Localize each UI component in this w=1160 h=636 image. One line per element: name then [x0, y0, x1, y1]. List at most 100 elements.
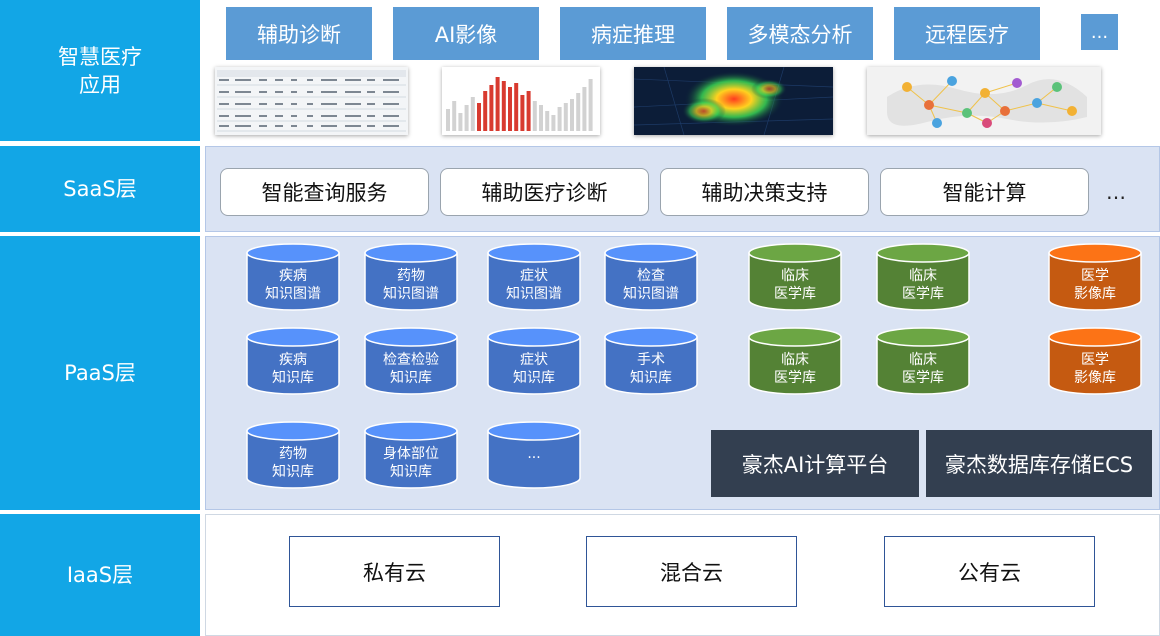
thumbnail-node — [924, 100, 934, 110]
database-label-line: 身体部位 — [383, 446, 439, 462]
thumbnail-bar — [458, 113, 463, 131]
database-label-line: 药物 — [279, 446, 307, 462]
layer-label-iaas-text: IaaS层 — [66, 563, 134, 587]
table-thumbnail — [215, 67, 408, 135]
database-label-line: 临床 — [909, 268, 937, 284]
layer-label-paas: PaaS层 — [0, 236, 200, 510]
thumbnail-node — [1032, 98, 1042, 108]
database-label-line: 临床 — [781, 268, 809, 284]
thumbnail-bar — [557, 107, 562, 131]
database-label: 疾病知识库 — [246, 351, 340, 387]
thumbnail-bar — [495, 77, 500, 131]
knowledge-database-cylinder: 症状知识库 — [487, 327, 581, 395]
saas-smart-query-service: 智能查询服务 — [220, 168, 429, 216]
thumbnail-bar — [508, 87, 512, 131]
heatmap-thumbnail-graphic — [634, 67, 833, 135]
app-tab-assisted-diagnosis: 辅助诊断 — [226, 7, 372, 60]
database-label: 临床医学库 — [876, 351, 970, 387]
saas-more-ellipsis: … — [1106, 180, 1126, 204]
knowledge-database-cylinder: 药物知识库 — [246, 421, 340, 489]
thumbnail-bar — [470, 97, 475, 131]
thumbnail-bar — [532, 101, 537, 131]
clinical-database-cylinder: 临床医学库 — [748, 327, 842, 395]
saas-service-label: 智能查询服务 — [261, 181, 388, 205]
database-label-line: 检查 — [637, 268, 665, 284]
bar-chart-thumbnail-graphic — [446, 77, 593, 131]
thumbnail-bar — [501, 81, 506, 131]
database-label-line: 疾病 — [279, 352, 307, 368]
thumbnail-link — [984, 82, 1018, 94]
database-label-line: 症状 — [520, 268, 548, 284]
thumbnail-bar — [576, 93, 581, 131]
database-label: 手术知识库 — [604, 351, 698, 387]
app-tab-label: 病症推理 — [591, 22, 675, 47]
database-label: 检查知识图谱 — [604, 267, 698, 303]
knowledge-database-cylinder: 手术知识库 — [604, 327, 698, 395]
app-tab-more: ... — [1081, 14, 1118, 50]
saas-service-label: 辅助医疗诊断 — [481, 181, 608, 205]
database-label: ... — [487, 445, 581, 463]
database-label-line: 医学库 — [902, 370, 944, 386]
database-label: 临床医学库 — [748, 351, 842, 387]
app-tab-disease-reasoning: 病症推理 — [560, 7, 706, 60]
knowledge-database-cylinder: 检查知识图谱 — [604, 243, 698, 311]
thumbnail-bar — [539, 105, 543, 131]
app-tab-label: 辅助诊断 — [257, 22, 341, 47]
thumbnail-node — [982, 118, 992, 128]
knowledge-database-cylinder: ... — [487, 421, 581, 489]
app-tab-telemedicine: 远程医疗 — [894, 7, 1040, 60]
thumbnail-bar — [452, 101, 457, 131]
database-label-line: 医学 — [1081, 352, 1109, 368]
database-label-line: 药物 — [397, 268, 425, 284]
thumbnail-bar — [526, 91, 531, 131]
database-label: 临床医学库 — [748, 267, 842, 303]
database-label: 药物知识库 — [246, 445, 340, 481]
thumbnail-link — [928, 104, 968, 114]
clinical-database-cylinder: 临床医学库 — [748, 243, 842, 311]
thumbnail-node — [932, 118, 942, 128]
layer-label-saas: SaaS层 — [0, 146, 200, 232]
bar-chart-thumbnail — [442, 67, 600, 135]
database-storage-ecs: 豪杰数据库存储ECS — [926, 430, 1152, 497]
knowledge-database-cylinder: 身体部位知识库 — [364, 421, 458, 489]
ai-computing-platform-label: 豪杰AI计算平台 — [741, 452, 889, 477]
database-label-line: 疾病 — [279, 268, 307, 284]
database-label: 症状知识库 — [487, 351, 581, 387]
saas-service-label: 智能计算 — [942, 181, 1027, 205]
thumbnail-bar — [588, 79, 593, 131]
app-tab-label: AI影像 — [434, 22, 498, 47]
cloud-label: 私有云 — [363, 560, 426, 585]
database-label-line: 知识库 — [272, 370, 314, 386]
knowledge-database-cylinder: 检查检验知识库 — [364, 327, 458, 395]
database-label-line: 检查检验 — [383, 352, 439, 368]
database-label-line: 医学库 — [774, 286, 816, 302]
table-thumbnail-graphic — [215, 67, 408, 135]
ai-computing-platform: 豪杰AI计算平台 — [711, 430, 919, 497]
thumbnail-link — [1036, 102, 1073, 112]
thumbnail-node — [902, 82, 912, 92]
app-tab-label: 远程医疗 — [925, 22, 1009, 47]
thumbnail-node — [947, 76, 957, 86]
database-label: 医学影像库 — [1048, 351, 1142, 387]
database-label-line: ... — [527, 446, 541, 462]
database-label-line: 影像库 — [1074, 370, 1116, 386]
thumbnail-bar — [520, 95, 525, 131]
clinical-database-cylinder: 临床医学库 — [876, 327, 970, 395]
database-label-line: 症状 — [520, 352, 548, 368]
database-label: 药物知识图谱 — [364, 267, 458, 303]
layer-label-iaas: IaaS层 — [0, 514, 200, 636]
thumbnail-bar — [446, 109, 450, 131]
knowledge-database-cylinder: 症状知识图谱 — [487, 243, 581, 311]
thumbnail-bar — [551, 115, 556, 131]
thumbnail-node — [1012, 78, 1022, 88]
private-cloud-box: 私有云 — [289, 536, 500, 607]
layer-label-paas-text: PaaS层 — [64, 361, 136, 385]
thumbnail-bar — [483, 91, 488, 131]
thumbnail-node — [962, 108, 972, 118]
database-label-line: 知识图谱 — [383, 286, 439, 302]
app-tab-label: ... — [1090, 21, 1109, 43]
thumbnail-node — [980, 88, 990, 98]
database-label-line: 知识库 — [390, 370, 432, 386]
database-label-line: 医学库 — [774, 370, 816, 386]
database-label-line: 知识图谱 — [506, 286, 562, 302]
